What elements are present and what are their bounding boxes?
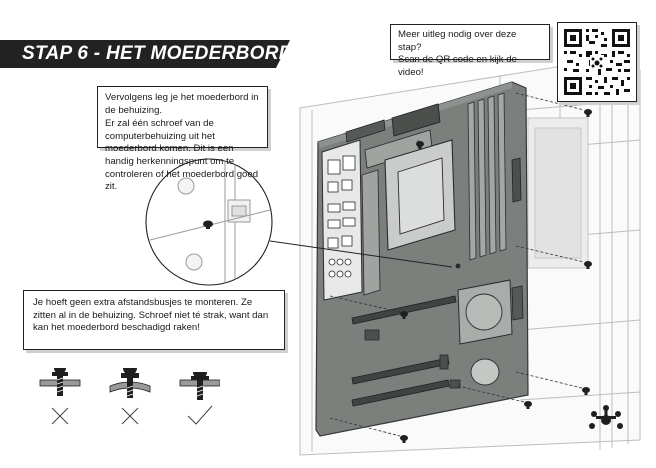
cross-mark-icon [51, 407, 69, 425]
qr-code-icon [564, 29, 630, 95]
leader-line [269, 240, 453, 268]
title-banner: STAP 6 - HET MOEDERBORD [0, 40, 293, 68]
intro-line-2: Er zal één schroef van de computerbehuiz… [105, 118, 259, 193]
screw-example-tight [109, 368, 151, 398]
screws [400, 109, 592, 443]
check-mark-icon [187, 405, 213, 425]
screw-example-loose [39, 368, 81, 396]
frog-feet-logo [589, 405, 623, 429]
screw-tightness-guide [39, 368, 220, 425]
video-callout: Meer uitleg nodig over deze stap? Scan d… [390, 24, 550, 78]
video-line-2: Scan de QR code en kijk de video! [398, 54, 517, 78]
screw-example-correct [179, 372, 220, 400]
tip-callout: Je hoeft geen extra afstandsbusjes te mo… [23, 290, 285, 350]
intro-line-1: Vervolgens leg je het moederbord in de b… [105, 92, 259, 116]
intro-callout: Vervolgens leg je het moederbord in de b… [97, 86, 268, 192]
cross-mark-icon-2 [121, 407, 139, 425]
qr-code[interactable] [557, 22, 637, 102]
tip-text: Je hoeft geen extra afstandsbusjes te mo… [33, 297, 269, 334]
zoom-detail [145, 158, 273, 286]
motherboard [315, 81, 529, 437]
page-title: STAP 6 - HET MOEDERBORD [22, 43, 293, 64]
video-line-1: Meer uitleg nodig over deze stap? [398, 29, 517, 53]
